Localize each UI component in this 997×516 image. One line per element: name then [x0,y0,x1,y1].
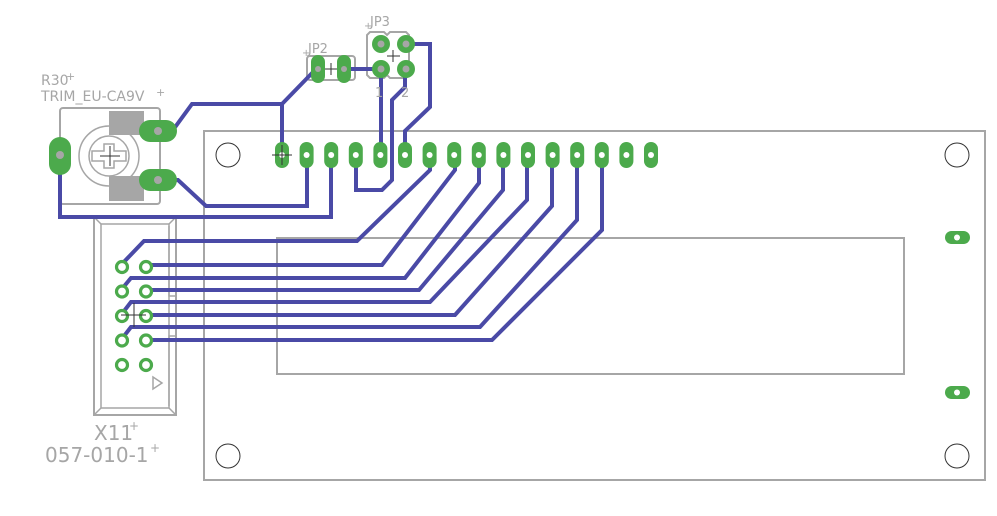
jp3-pin1-label: 1 [375,86,383,101]
lcd-header [275,142,658,168]
lcd-outline [203,130,986,481]
mounting-hole-bottom-right [944,443,970,469]
jp3-label: JP3 [369,15,390,30]
trimmer-pad-wiper[interactable] [49,137,71,175]
jp3-pad-1[interactable] [372,35,390,53]
lcd-display-window [276,237,905,375]
lcd-pin-pad[interactable] [644,142,658,168]
lcd-pin-pad[interactable] [447,142,462,168]
origin-marker: + [156,86,165,99]
trimmer-r30 [59,107,161,205]
jp3-pin2-label: 2 [401,86,409,101]
x11-pin-pad[interactable] [114,333,130,348]
x11-pin-pad[interactable] [138,284,154,299]
x11-pin-pad[interactable] [138,308,154,324]
x11-pin-pad[interactable] [114,259,130,275]
jp3-pad-3[interactable] [372,60,390,78]
x11-pads [114,259,154,373]
connector-name-label: X11 [94,421,133,445]
lcd-pin-pad[interactable] [570,142,585,168]
origin-marker: + [302,48,310,59]
backlight-pad-a[interactable] [945,231,970,244]
trimmer-name-label: R30 [41,73,69,89]
mounting-hole-top-left [215,142,241,168]
jp2-pad-2[interactable] [337,55,351,83]
jp3-pad-4[interactable] [397,60,415,78]
origin-marker: + [66,70,75,83]
lcd-pin-pad[interactable] [422,142,437,168]
x11-pin-pad[interactable] [114,284,130,299]
trimmer-pad-top[interactable] [139,120,177,142]
mounting-hole-bottom-left [215,443,241,469]
jp2-label: JP2 [307,42,328,57]
lcd-pin-pad[interactable] [594,142,609,168]
trimmer-pad-bottom[interactable] [139,169,177,191]
x11-pin-pad[interactable] [114,357,130,373]
lcd-pin-pad[interactable] [545,142,560,168]
x11-pin-pad[interactable] [138,333,154,348]
lcd-pin-pad[interactable] [619,142,634,168]
origin-marker: + [129,419,139,433]
lcd-pin-pad[interactable] [324,142,339,168]
x11-pin-pad[interactable] [114,308,130,324]
lcd-pin-pad[interactable] [471,142,486,168]
lcd-pin-pad[interactable] [348,142,363,168]
jp2-pad-1[interactable] [311,55,325,83]
connector-value-label: 057-010-1 [45,443,149,467]
lcd-pin-pad[interactable] [373,142,388,168]
lcd-pin-pad[interactable] [496,142,511,168]
trimmer-value-label: TRIM_EU-CA9V [40,89,145,105]
origin-marker: + [150,441,160,455]
x11-pin-pad[interactable] [138,259,154,275]
jp3-pad-2[interactable] [397,35,415,53]
x11-pin-pad[interactable] [138,357,154,373]
lcd-pin-pad[interactable] [521,142,535,168]
lcd-pin-pad[interactable] [299,142,314,168]
mounting-hole-top-right [944,142,970,168]
backlight-pad-k[interactable] [945,386,970,399]
lcd-pin-pad[interactable] [398,142,412,168]
origin-marker: + [364,21,372,32]
